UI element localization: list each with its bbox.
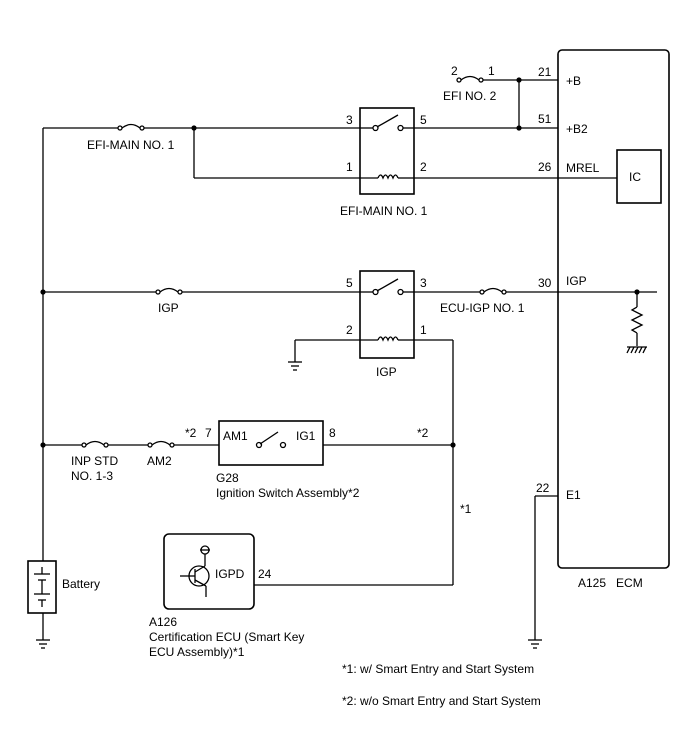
- junction-dot: [516, 77, 522, 83]
- igp-relay-pin5: 5: [346, 276, 353, 290]
- ecm-pin-e1-label: E1: [566, 488, 581, 502]
- igp-relay-label: IGP: [376, 365, 397, 379]
- efi-no2-pin-left: 2: [451, 64, 458, 78]
- igp-relay-pin3: 3: [420, 276, 427, 290]
- igp-relay-coil: [360, 336, 414, 342]
- transistor-symbol: [180, 545, 210, 597]
- efi-main-relay-pin1: 1: [346, 160, 353, 174]
- ecm-pin-mrel-number: 26: [538, 160, 552, 174]
- ignition-switch-code: G28: [216, 471, 239, 485]
- igp-relay: [359, 270, 415, 359]
- efi-main-relay-pin5: 5: [420, 113, 427, 127]
- efi-no2-pin-right: 1: [488, 64, 495, 78]
- inp-std-fuse-label-line1: INP STD: [71, 454, 118, 468]
- ecm-pin-b2-label: +B2: [566, 122, 588, 136]
- ecu-igp-fuse: [479, 287, 507, 295]
- inp-std-fuse: [81, 440, 109, 448]
- cert-ecu-code: A126: [149, 615, 177, 629]
- cert-ecu-name-line2: ECU Assembly)*1: [149, 645, 245, 659]
- ecm-pin-b2-number: 51: [538, 112, 552, 126]
- efi-main-relay: [359, 107, 415, 195]
- ecm-pin-e1-number: 22: [536, 481, 550, 495]
- ground-symbol: [36, 639, 50, 649]
- cert-ecu-pin-number: 24: [258, 567, 272, 581]
- ignition-switch-am1: AM1: [223, 429, 248, 443]
- ground-symbol: [528, 639, 542, 649]
- certification-ecu-box: [163, 533, 255, 610]
- ecm-pin-b-label: +B: [566, 74, 581, 88]
- am2-fuse-label: AM2: [147, 454, 172, 468]
- ignition-switch-box: [218, 420, 324, 466]
- efi-no2-fuse: [456, 75, 484, 83]
- ecm-pin-mrel-label: MREL: [566, 161, 600, 175]
- cert-ecu-pin-label: IGPD: [215, 567, 245, 581]
- battery-label: Battery: [62, 577, 100, 591]
- ecm-ic-label: IC: [629, 170, 641, 184]
- igp-relay-contact: [360, 278, 414, 296]
- igp-fuse-label: IGP: [158, 301, 179, 315]
- wire-note-star1: *1: [460, 502, 472, 516]
- ignition-switch-contact: [255, 431, 287, 449]
- ecm-pin-b-number: 21: [538, 65, 552, 79]
- am2-fuse: [147, 440, 175, 448]
- ecu-igp-fuse-label: ECU-IGP NO. 1: [440, 301, 525, 315]
- ignition-switch-pin-right: 8: [329, 426, 336, 440]
- ignition-switch-ig1: IG1: [296, 429, 316, 443]
- footnote-1: *1: w/ Smart Entry and Start System: [342, 662, 534, 676]
- ecm-name: A125 ECM: [578, 576, 643, 590]
- efi-main-relay-pin2: 2: [420, 160, 427, 174]
- igp-fuse: [155, 287, 183, 295]
- efi-main-relay-coil: [360, 174, 414, 180]
- battery-cell-symbol: [34, 567, 50, 607]
- igp-relay-pin2: 2: [346, 323, 353, 337]
- chassis-ground-symbol: [626, 346, 647, 354]
- footnote-2: *2: w/o Smart Entry and Start System: [342, 694, 541, 708]
- ecm-ic-block: [616, 149, 662, 204]
- efi-main-relay-contact: [360, 114, 414, 132]
- efi-main-relay-label: EFI-MAIN NO. 1: [340, 204, 428, 218]
- ignition-switch-name: Ignition Switch Assembly*2: [216, 486, 360, 500]
- ignition-switch-pin-left: 7: [205, 426, 212, 440]
- main-bus-wire: [42, 127, 118, 561]
- ecm-igp-resistor: [630, 292, 644, 346]
- ground-symbol: [288, 361, 302, 371]
- ignition-switch-note: *2: [185, 426, 197, 440]
- ecm-pin-igp-label: IGP: [566, 274, 587, 288]
- inp-std-fuse-label-line2: NO. 1-3: [71, 469, 113, 483]
- efi-no2-label: EFI NO. 2: [443, 89, 497, 103]
- igp-relay-pin1: 1: [420, 323, 427, 337]
- efi-main-fuse-label: EFI-MAIN NO. 1: [87, 138, 175, 152]
- cert-ecu-name-line1: Certification ECU (Smart Key: [149, 630, 304, 644]
- ecm-pin-igp-number: 30: [538, 276, 552, 290]
- efi-main-fuse: [117, 123, 145, 131]
- efi-main-relay-pin3: 3: [346, 113, 353, 127]
- wire-note-star2: *2: [417, 426, 429, 440]
